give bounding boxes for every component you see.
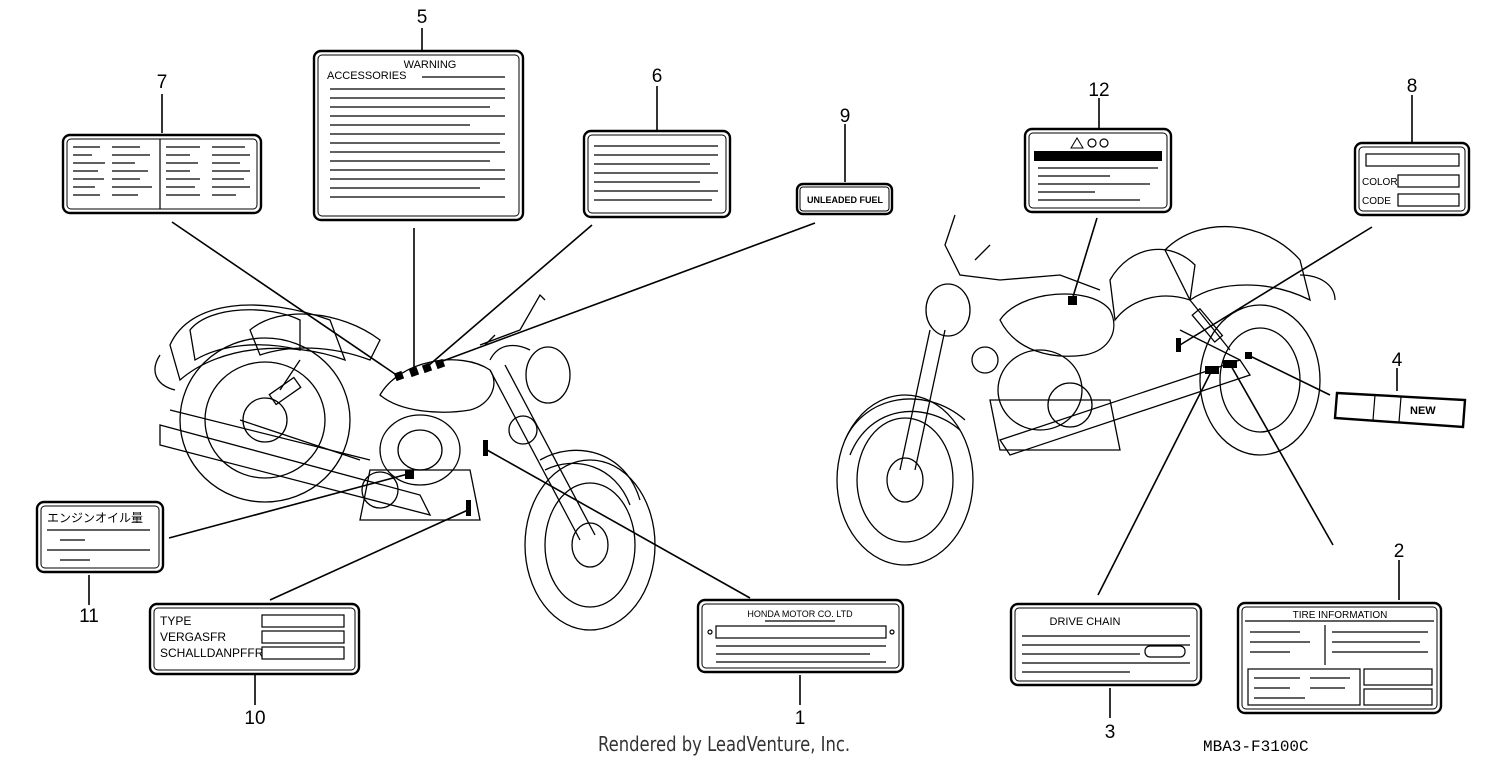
callout-10: 10 xyxy=(244,708,265,729)
warning-triangle-icon xyxy=(1070,137,1084,149)
marker-7 xyxy=(393,370,405,382)
new-text: NEW xyxy=(1410,405,1436,417)
credit-text: Rendered by LeadVenture, Inc. xyxy=(598,732,851,756)
callout-2: 2 xyxy=(1394,541,1405,562)
engine-oil-text: エンジンオイル量 xyxy=(47,511,143,525)
callout-6: 6 xyxy=(652,66,663,87)
label-plate-9: UNLEADED FUEL xyxy=(795,182,894,216)
callout-8: 8 xyxy=(1407,76,1418,97)
label-plate-11: エンジンオイル量 xyxy=(35,500,165,574)
unleaded-fuel-text: UNLEADED FUEL xyxy=(807,195,884,205)
left-motorcycle xyxy=(154,293,656,631)
label-plate-4: NEW xyxy=(1333,391,1467,429)
marker-12 xyxy=(1068,296,1077,305)
right-motorcycle xyxy=(836,214,1336,566)
label-plate-1: HONDA MOTOR CO. LTD xyxy=(696,598,905,674)
callout-5: 5 xyxy=(417,7,428,28)
hand-icon xyxy=(1099,138,1109,148)
callout-1: 1 xyxy=(795,708,806,729)
callout-stems xyxy=(88,28,1413,718)
marker-1 xyxy=(483,440,488,456)
drive-chain-text: DRIVE CHAIN xyxy=(1050,616,1121,628)
callout-numbers: 7 5 6 9 12 8 4 11 10 1 3 2 xyxy=(79,7,1417,743)
diagram-code: MBA3-F3100C xyxy=(1203,738,1309,756)
callout-9: 9 xyxy=(840,106,851,127)
callout-11: 11 xyxy=(79,606,99,627)
callout-3: 3 xyxy=(1105,722,1116,743)
label-plate-3: DRIVE CHAIN xyxy=(1009,602,1203,687)
label-plate-7 xyxy=(61,133,263,215)
code-text: CODE xyxy=(1362,196,1391,207)
label-plate-8: COLOR CODE xyxy=(1353,141,1471,217)
callout-12: 12 xyxy=(1088,80,1109,101)
leader-lines xyxy=(168,217,1373,601)
schalldampfer-text: SCHALLDANPFFR xyxy=(160,646,264,660)
marker-8 xyxy=(1176,338,1181,352)
marker-10 xyxy=(466,500,471,516)
marker-11 xyxy=(405,470,414,479)
wrench-icon xyxy=(1144,645,1186,658)
book-icon xyxy=(1087,138,1097,148)
label-plate-12 xyxy=(1023,127,1173,214)
label-plate-10: TYPE VERGASFR SCHALLDANPFFR xyxy=(148,602,361,676)
color-text: COLOR xyxy=(1362,177,1398,188)
type-text: TYPE xyxy=(160,614,191,628)
callout-7: 7 xyxy=(157,72,168,93)
label-plate-5: WARNING ACCESSORIES xyxy=(312,49,525,222)
honda-motor-text: HONDA MOTOR CO. LTD xyxy=(747,609,853,619)
marker-5 xyxy=(408,366,420,378)
warning-title: WARNING xyxy=(404,59,457,71)
callout-4: 4 xyxy=(1392,350,1403,371)
marker-4 xyxy=(1245,352,1252,359)
tire-information-text: TIRE INFORMATION xyxy=(1293,610,1388,621)
warning-accessories: ACCESSORIES xyxy=(327,70,406,82)
vergaser-text: VERGASFR xyxy=(160,630,226,644)
label-plate-2: TIRE INFORMATION xyxy=(1236,601,1443,715)
label-plate-6 xyxy=(582,129,732,219)
